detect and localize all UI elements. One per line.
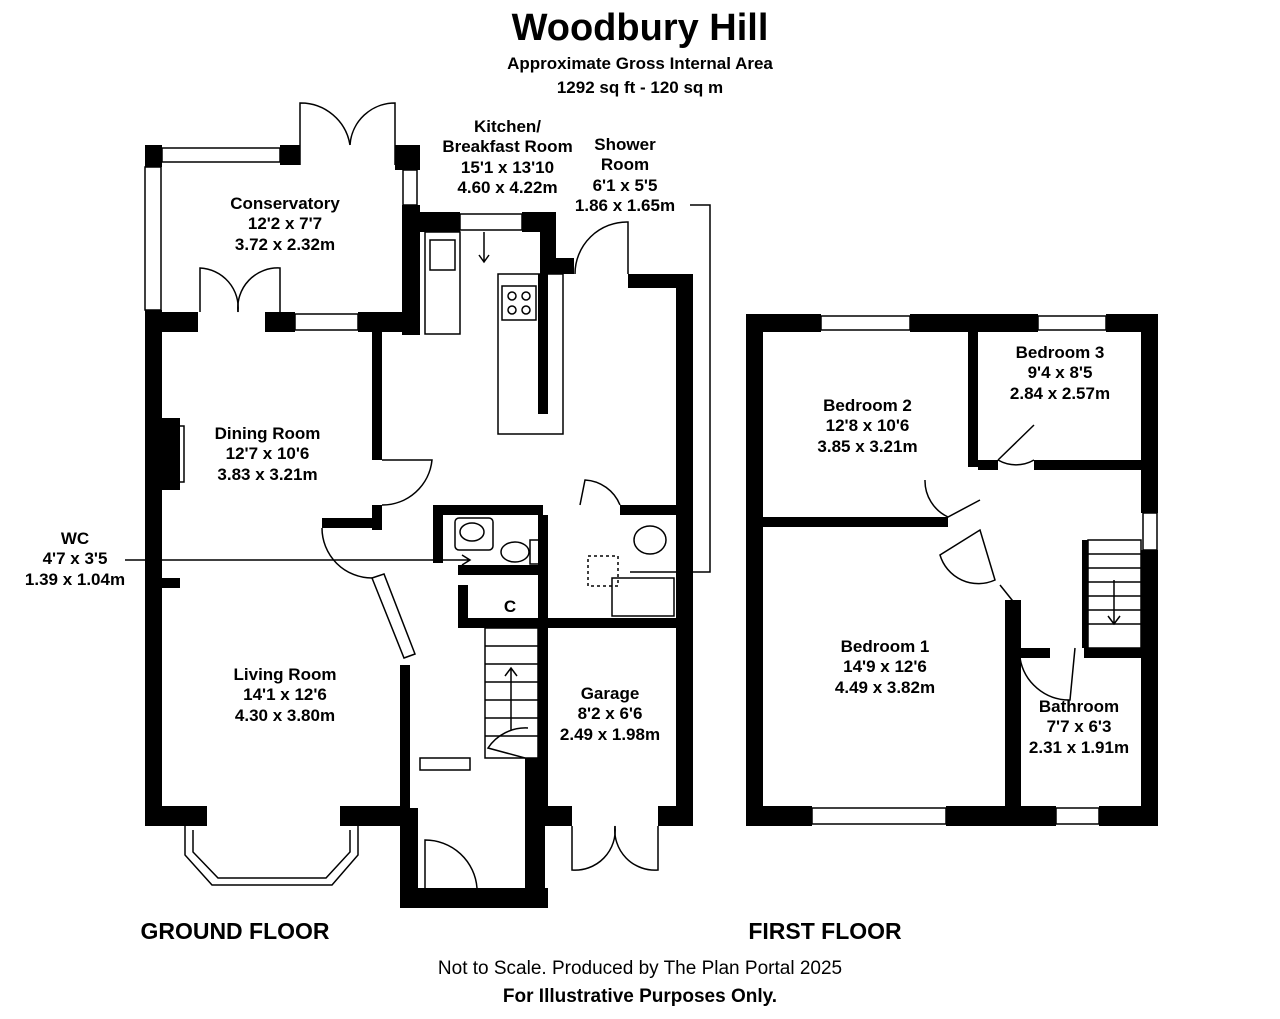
dining-name: Dining Room	[214, 424, 321, 443]
first-floor-label: FIRST FLOOR	[748, 918, 902, 944]
wc-label: WC 4'7 x 3'5 1.39 x 1.04m	[10, 529, 140, 590]
ground-floor-walls	[145, 145, 693, 908]
dining-room-label: Dining Room 12'7 x 10'6 3.83 x 3.21m	[180, 424, 355, 485]
kitchen-imperial: 15'1 x 13'10	[460, 157, 555, 177]
conservatory-name: Conservatory	[230, 194, 340, 213]
garage-imperial: 8'2 x 6'6	[577, 704, 643, 724]
wc-metric: 1.39 x 1.04m	[24, 569, 126, 589]
conservatory-metric: 3.72 x 2.32m	[234, 234, 336, 254]
cupboard-label: C	[503, 597, 517, 616]
living-metric: 4.30 x 3.80m	[234, 705, 336, 725]
kitchen-name-line2: Breakfast Room	[442, 137, 573, 157]
first-floor-walls	[746, 314, 1158, 826]
shower-imperial: 6'1 x 5'5	[592, 175, 658, 195]
bedroom-3-label: Bedroom 3 9'4 x 8'5 2.84 x 2.57m	[985, 343, 1135, 404]
shower-name-line2: Room	[600, 155, 650, 175]
garage-label: Garage 8'2 x 6'6 2.49 x 1.98m	[545, 684, 675, 745]
living-imperial: 14'1 x 12'6	[243, 685, 327, 705]
bedroom3-name: Bedroom 3	[1015, 343, 1105, 362]
kitchen-metric: 4.60 x 4.22m	[457, 178, 558, 198]
garage-name: Garage	[580, 684, 640, 703]
ground-floor-label: GROUND FLOOR	[140, 918, 330, 944]
wc-imperial: 4'7 x 3'5	[42, 549, 108, 569]
shower-name-line1: Shower	[594, 135, 656, 154]
kitchen-name-line1: Kitchen/	[473, 117, 542, 136]
conservatory-label: Conservatory 12'2 x 7'7 3.72 x 2.32m	[185, 194, 385, 255]
bathroom-name: Bathroom	[1038, 697, 1120, 716]
first-floor-windows-and-doors	[811, 315, 1158, 825]
bedroom3-imperial: 9'4 x 8'5	[1027, 363, 1093, 383]
kitchen-label: Kitchen/ Breakfast Room 15'1 x 13'10 4.6…	[420, 117, 595, 199]
living-room-label: Living Room 14'1 x 12'6 4.30 x 3.80m	[190, 665, 380, 726]
garage-metric: 2.49 x 1.98m	[559, 724, 661, 744]
shower-metric: 1.86 x 1.65m	[574, 196, 676, 216]
ground-floor-windows-and-doors	[125, 102, 711, 889]
area-value: 1292 sq ft - 120 sq m	[556, 78, 724, 97]
conservatory-imperial: 12'2 x 7'7	[247, 214, 323, 234]
living-name: Living Room	[233, 665, 337, 684]
bedroom-2-label: Bedroom 2 12'8 x 10'6 3.85 x 3.21m	[785, 396, 950, 457]
bedroom1-name: Bedroom 1	[840, 637, 930, 656]
dining-imperial: 12'7 x 10'6	[225, 444, 310, 464]
page-title: Woodbury Hill	[511, 7, 769, 49]
bedroom2-name: Bedroom 2	[823, 396, 912, 415]
bathroom-metric: 2.31 x 1.91m	[1028, 737, 1130, 757]
area-label: Approximate Gross Internal Area	[507, 54, 773, 73]
wc-name: WC	[60, 529, 90, 548]
bedroom1-imperial: 14'9 x 12'6	[843, 657, 927, 677]
bedroom-1-label: Bedroom 1 14'9 x 12'6 4.49 x 3.82m	[800, 637, 970, 698]
bathroom-label: Bathroom 7'7 x 6'3 2.31 x 1.91m	[1014, 697, 1144, 758]
disclaimer: For Illustrative Purposes Only.	[502, 986, 778, 1007]
bedroom1-metric: 4.49 x 3.82m	[834, 677, 936, 697]
shower-room-label: Shower Room 6'1 x 5'5 1.86 x 1.65m	[560, 135, 690, 217]
bedroom2-metric: 3.85 x 3.21m	[817, 436, 918, 456]
bedroom2-imperial: 12'8 x 10'6	[825, 416, 910, 436]
scale-note: Not to Scale. Produced by The Plan Porta…	[437, 958, 843, 979]
dining-metric: 3.83 x 3.21m	[217, 464, 318, 484]
bedroom3-metric: 2.84 x 2.57m	[1009, 383, 1111, 403]
bathroom-imperial: 7'7 x 6'3	[1046, 717, 1112, 737]
